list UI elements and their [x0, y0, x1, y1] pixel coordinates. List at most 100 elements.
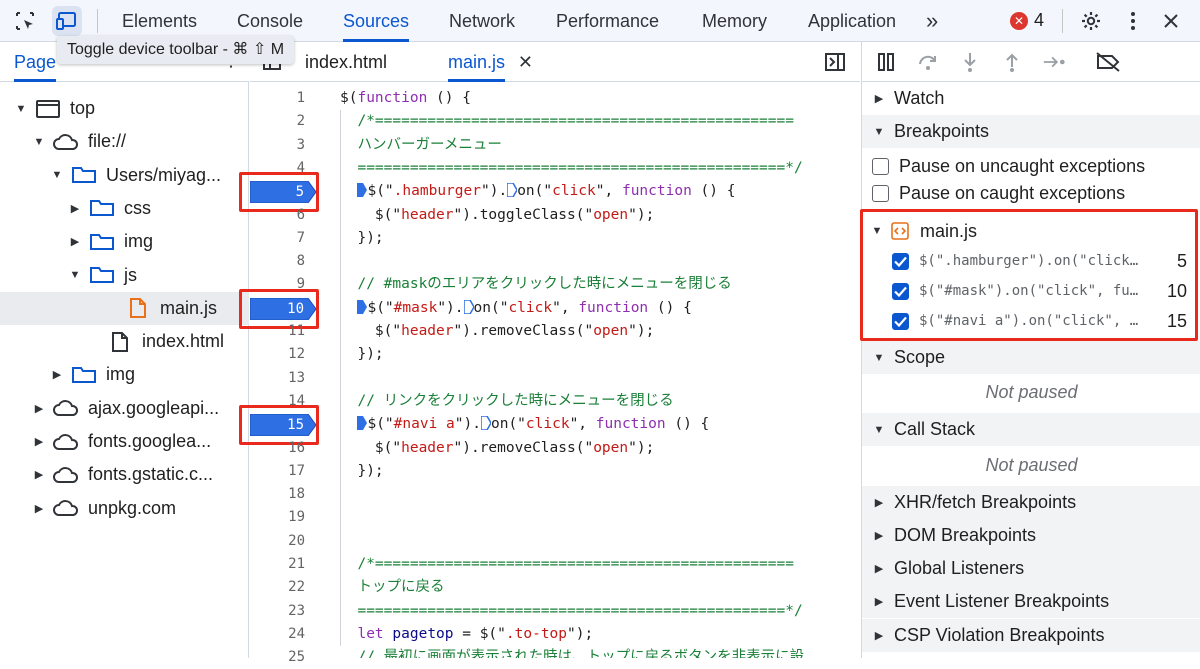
- section-watch[interactable]: ▶ Watch: [862, 82, 1200, 115]
- code-line[interactable]: // #maskのエリアをクリックした時にメニューを閉じる: [340, 273, 731, 296]
- tree-item[interactable]: ▼js: [0, 259, 249, 292]
- breakpoint-checkbox[interactable]: [892, 312, 909, 330]
- breakpoint-item[interactable]: $("#mask").on("click", function () {10: [862, 276, 1200, 306]
- code-line[interactable]: });: [340, 227, 383, 250]
- tab-page[interactable]: Page: [14, 42, 57, 82]
- line-number[interactable]: 22: [288, 579, 305, 596]
- expand-arrow-icon[interactable]: ▶: [70, 202, 80, 215]
- line-number[interactable]: 16: [288, 439, 305, 456]
- line-number[interactable]: 2: [296, 113, 305, 130]
- code-line[interactable]: /*======================================…: [340, 110, 794, 133]
- line-number[interactable]: 6: [296, 206, 305, 223]
- expand-arrow-icon[interactable]: ▶: [34, 502, 44, 515]
- collapse-arrow-icon[interactable]: ▼: [15, 102, 27, 115]
- tree-item[interactable]: ▶ajax.googleapi...: [0, 392, 249, 425]
- line-number[interactable]: 14: [288, 392, 305, 409]
- tab-network[interactable]: Network: [449, 11, 516, 31]
- tree-item[interactable]: ▶img: [0, 358, 249, 391]
- tree-item[interactable]: main.js: [0, 291, 249, 325]
- pause-icon[interactable]: [874, 51, 898, 73]
- section-global-listeners[interactable]: ▶ Global Listeners: [862, 552, 1200, 585]
- expand-arrow-icon[interactable]: ▶: [34, 436, 44, 448]
- code-line[interactable]: // 最初に画面が表示された時は、トップに戻るボタンを非表示に設: [340, 646, 804, 658]
- tab-console[interactable]: Console: [237, 11, 304, 31]
- expand-arrow-icon[interactable]: ▶: [34, 402, 44, 415]
- tree-item[interactable]: ▶unpkg.com: [0, 492, 249, 525]
- section-csp-violation-breakpoints[interactable]: ▶ CSP Violation Breakpoints: [862, 619, 1200, 652]
- deactivate-breakpoints-icon[interactable]: [1094, 51, 1122, 73]
- code-line[interactable]: });: [340, 460, 383, 483]
- inline-breakpoint-icon[interactable]: [506, 182, 519, 198]
- section-call-stack[interactable]: ▼ Call Stack: [862, 413, 1200, 446]
- close-icon[interactable]: [1156, 6, 1186, 36]
- pause-caught-checkbox[interactable]: [872, 185, 889, 202]
- pause-caught-row[interactable]: Pause on caught exceptions: [862, 180, 1200, 207]
- code-line[interactable]: });: [340, 343, 383, 366]
- tab-performance[interactable]: Performance: [556, 11, 660, 31]
- code-line[interactable]: ========================================…: [340, 157, 802, 180]
- inline-breakpoint-icon[interactable]: [357, 299, 368, 314]
- line-number[interactable]: 17: [288, 462, 305, 479]
- line-number[interactable]: 1: [296, 90, 305, 106]
- code-line[interactable]: /*======================================…: [340, 553, 794, 576]
- tree-item[interactable]: ▼top: [0, 92, 249, 125]
- expand-arrow-icon[interactable]: ▶: [52, 369, 62, 382]
- step-over-icon[interactable]: [916, 51, 940, 73]
- line-number[interactable]: 3: [296, 136, 305, 153]
- code-line[interactable]: $("header").removeClass("open");: [340, 437, 654, 460]
- code-line[interactable]: $(function () {: [340, 87, 471, 110]
- line-number[interactable]: 8: [296, 253, 305, 270]
- section-xhr-breakpoints[interactable]: ▶ XHR/fetch Breakpoints: [862, 486, 1200, 519]
- code-line[interactable]: ハンバーガーメニュー: [340, 134, 501, 157]
- editor-tab-main-js[interactable]: main.js ✕: [448, 42, 533, 82]
- inline-breakpoint-icon[interactable]: [357, 182, 368, 198]
- step-out-icon[interactable]: [1000, 51, 1024, 73]
- inspect-element-icon[interactable]: [10, 6, 40, 36]
- tree-item[interactable]: ▼file://: [0, 125, 249, 158]
- expand-arrow-icon[interactable]: ▶: [70, 236, 80, 249]
- tree-item[interactable]: ▼Users/miyag...: [0, 159, 249, 192]
- line-number[interactable]: 7: [296, 229, 305, 246]
- error-count-badge[interactable]: ✕ 4: [1010, 10, 1044, 31]
- section-dom-breakpoints[interactable]: ▶ DOM Breakpoints: [862, 519, 1200, 552]
- settings-gear-icon[interactable]: [1076, 6, 1106, 36]
- pause-uncaught-checkbox[interactable]: [872, 158, 889, 175]
- device-toolbar-icon[interactable]: [52, 6, 82, 36]
- line-number[interactable]: 23: [288, 602, 305, 619]
- breakpoint-checkbox[interactable]: [892, 252, 909, 270]
- line-number[interactable]: 20: [288, 532, 305, 549]
- breakpoint-marker[interactable]: 5: [250, 181, 316, 204]
- code-line[interactable]: $(".hamburger").on("click", function () …: [340, 180, 735, 203]
- breakpoint-marker[interactable]: 15: [250, 414, 316, 437]
- breakpoint-item[interactable]: $(".hamburger").on("click", function () …: [862, 246, 1200, 276]
- inline-breakpoint-icon[interactable]: [357, 415, 368, 431]
- line-number[interactable]: 24: [288, 625, 305, 642]
- line-number[interactable]: 11: [288, 323, 305, 339]
- tab-sources[interactable]: Sources: [343, 0, 410, 42]
- line-number[interactable]: 21: [288, 556, 305, 572]
- tree-item[interactable]: index.html: [0, 325, 249, 358]
- more-options-icon[interactable]: [1118, 6, 1148, 36]
- more-tabs-button[interactable]: »: [926, 8, 939, 33]
- editor-tab-index-html[interactable]: index.html: [305, 52, 388, 72]
- section-breakpoints[interactable]: ▼ Breakpoints: [862, 115, 1200, 148]
- line-number[interactable]: 19: [288, 509, 305, 526]
- code-line[interactable]: トップに戻る: [340, 576, 444, 599]
- code-line[interactable]: $("#mask").on("click", function () {: [340, 297, 692, 320]
- inline-breakpoint-icon[interactable]: [480, 415, 492, 431]
- breakpoint-marker[interactable]: 10: [250, 297, 316, 320]
- collapse-arrow-icon[interactable]: ▼: [51, 169, 63, 182]
- code-line[interactable]: ========================================…: [340, 600, 802, 623]
- code-line[interactable]: $("header").toggleClass("open");: [340, 204, 654, 227]
- code-line[interactable]: // リンクをクリックした時にメニューを閉じる: [340, 390, 673, 413]
- line-number[interactable]: 9: [296, 276, 305, 293]
- expand-arrow-icon[interactable]: ▶: [34, 469, 44, 482]
- toggle-debugger-icon[interactable]: [824, 52, 846, 72]
- inline-breakpoint-icon[interactable]: [462, 298, 475, 315]
- step-into-icon[interactable]: [958, 51, 982, 73]
- line-number[interactable]: 4: [296, 159, 305, 176]
- pause-uncaught-row[interactable]: Pause on uncaught exceptions: [862, 153, 1200, 180]
- collapse-arrow-icon[interactable]: ▼: [33, 135, 45, 148]
- step-icon[interactable]: [1042, 51, 1066, 73]
